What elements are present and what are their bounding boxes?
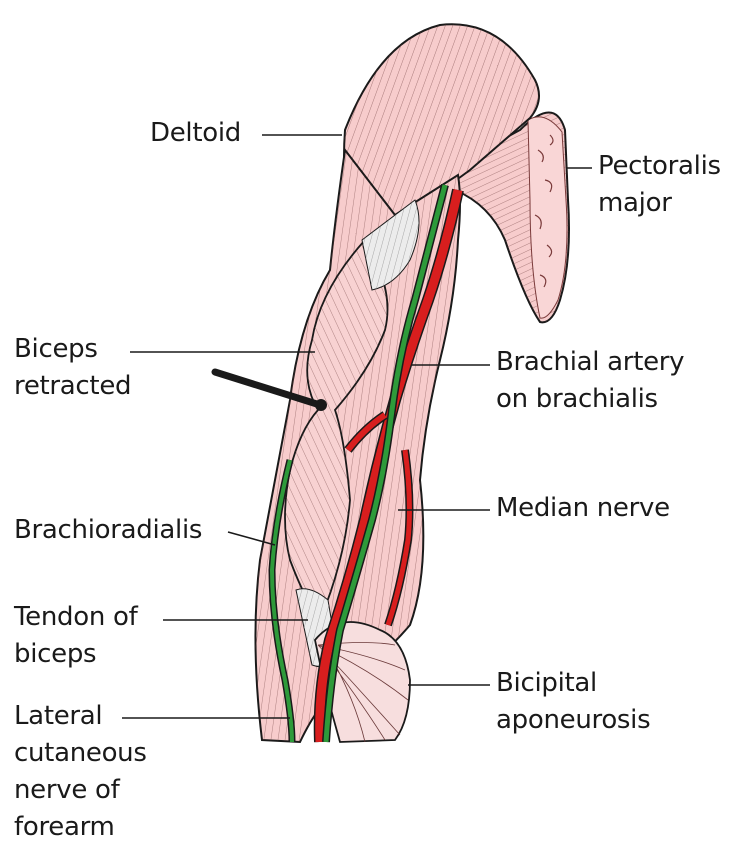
label-biceps-line1: Biceps (14, 334, 98, 364)
label-brachial-line2: on brachialis (496, 384, 658, 414)
label-tendon-line1: Tendon of (14, 602, 138, 632)
biceps-proximal-tendon (361, 199, 420, 291)
label-median-nerve: Median nerve (496, 493, 670, 523)
label-biceps-line2: retracted (14, 371, 132, 401)
leader-brachioradialis (227, 531, 276, 546)
label-brachioradialis: Brachioradialis (14, 515, 203, 545)
label-lateral-line1: Lateral (14, 701, 103, 731)
label-tendon-line2: biceps (14, 639, 97, 669)
brachial-artery (313, 188, 464, 743)
pectoralis-major-muscle (454, 111, 570, 324)
label-lateral-line3: nerve of (14, 775, 120, 805)
label-lateral-line2: cutaneous (14, 738, 147, 768)
lateral-cutaneous-nerve (268, 459, 296, 743)
median-nerve (322, 183, 449, 743)
label-pectoralis-line2: major (598, 188, 672, 218)
retractor-instrument (211, 368, 327, 411)
deltoid-muscle (343, 23, 540, 242)
label-bicipital-line1: Bicipital (496, 668, 597, 698)
label-bicipital-line2: aponeurosis (496, 705, 651, 735)
label-lateral-line4: forearm (14, 812, 115, 842)
label-brachial-line1: Brachial artery (496, 347, 685, 377)
leader-lines (122, 134, 592, 719)
label-pectoralis-line1: Pectoralis (598, 151, 721, 181)
label-deltoid: Deltoid (150, 118, 241, 148)
